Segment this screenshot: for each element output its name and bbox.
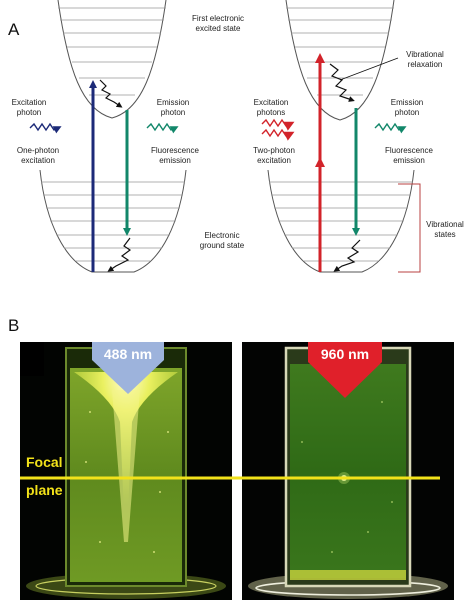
- right-excitation-photon-wave-2: [261, 128, 295, 141]
- right-emission-photon-wave: [374, 122, 407, 134]
- blue-beam-arrow: [92, 342, 164, 394]
- left-fluorescence-emission-label: Fluorescence emission: [150, 146, 200, 165]
- right-emission-photon-label: Emission photon: [390, 98, 424, 117]
- red-beam-arrow: [308, 342, 382, 398]
- focal-plane-label: Focal plane: [26, 454, 63, 498]
- panel-b-letter: B: [8, 316, 20, 335]
- left-wavelength-label: 488 nm: [104, 346, 152, 362]
- right-ground-well: [267, 169, 415, 273]
- left-emission-photon-label: Emission photon: [156, 98, 190, 117]
- left-emission-photon-wave: [146, 122, 179, 134]
- one-photon-excitation-label: One-photon excitation: [16, 146, 60, 165]
- left-excitation-photon-wave: [29, 122, 62, 134]
- right-relaxation-squiggle-top: [329, 63, 355, 102]
- two-photon-cuvette-photo: 960 nm: [242, 342, 454, 600]
- vibrational-states-bracket: [398, 183, 421, 273]
- panel-a-letter: A: [8, 20, 20, 39]
- left-relaxation-squiggle-bottom: [107, 237, 132, 272]
- two-photon-excitation-label: Two-photon excitation: [253, 146, 295, 165]
- focal-plane-line: [20, 476, 440, 480]
- one-photon-cuvette-photo: 488 nm: [20, 342, 232, 600]
- left-excitation-photon-label: Excitation photon: [11, 98, 47, 117]
- left-relaxation-squiggle-top: [99, 79, 123, 108]
- jablonski-diagram: [29, 0, 421, 273]
- left-ground-well: [39, 169, 187, 273]
- right-excitation-photons-label: Excitation photons: [253, 98, 289, 117]
- right-excited-well: [285, 0, 395, 121]
- right-relaxation-squiggle-bottom: [333, 239, 361, 272]
- right-excitation-photon-wave-1: [261, 118, 295, 131]
- vibrational-states-label: Vibrational states: [426, 220, 464, 239]
- vibrational-relaxation-pointer: [339, 57, 399, 81]
- right-wavelength-label: 960 nm: [321, 346, 369, 362]
- right-fluorescence-emission-label: Fluorescence emission: [384, 146, 434, 165]
- vibrational-relaxation-label: Vibrational relaxation: [406, 50, 444, 69]
- first-excited-state-label: First electronic excited state: [191, 14, 244, 33]
- ground-state-label: Electronic ground state: [199, 231, 245, 250]
- left-excited-well: [57, 0, 167, 119]
